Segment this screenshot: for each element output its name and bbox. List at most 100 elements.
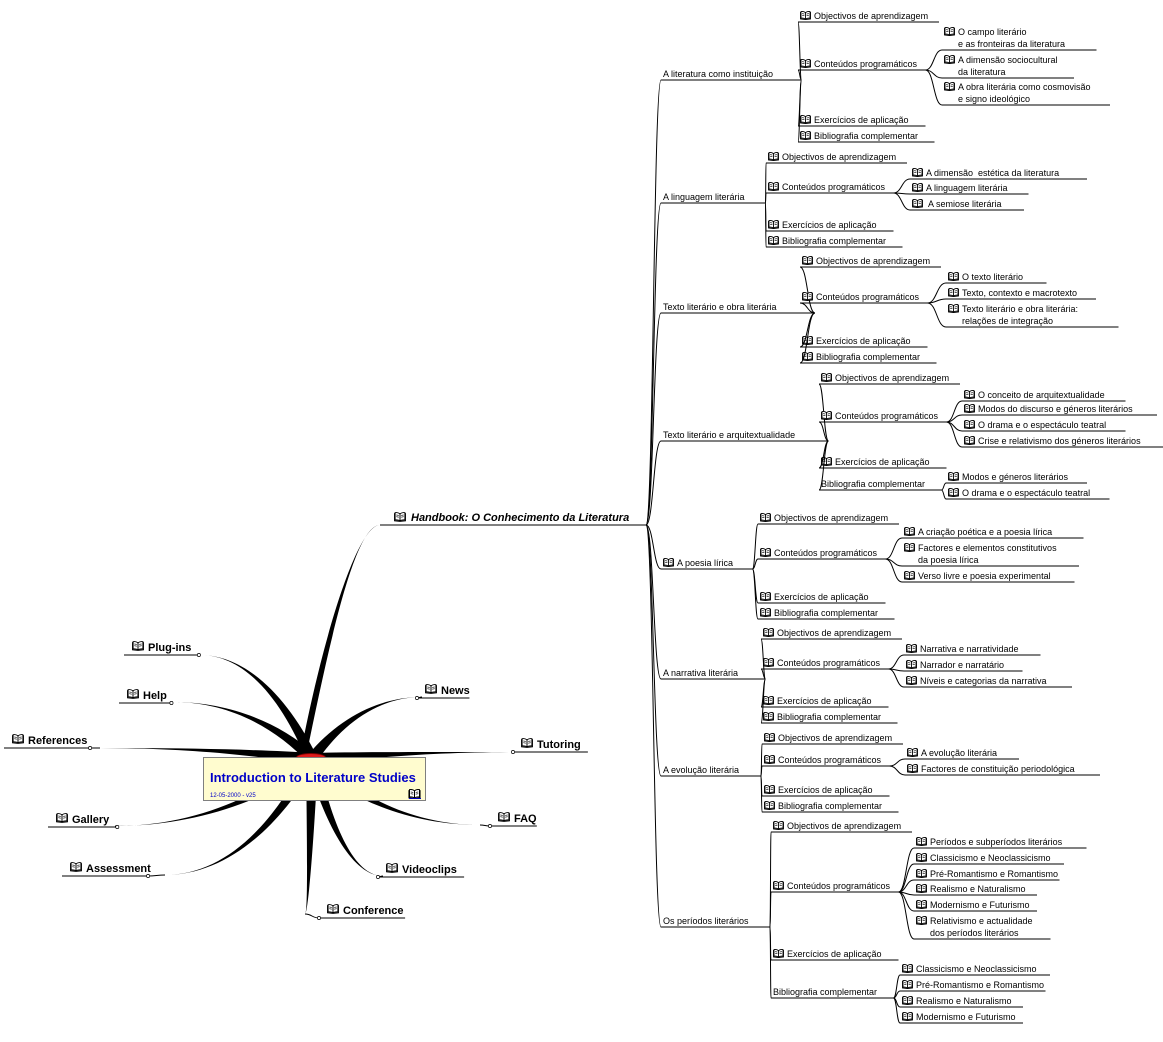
notes-book-icon[interactable] [768, 152, 779, 161]
subtopic[interactable]: A dimensão estética da literatura [910, 168, 1087, 180]
chapter-title[interactable]: Os períodos literários [661, 916, 770, 928]
topic-videoclips[interactable]: Videoclips [376, 863, 465, 879]
chapter-item[interactable]: Exercícios de aplicação [762, 785, 890, 797]
notes-book-icon[interactable] [800, 131, 811, 140]
subtopic[interactable]: A semiose literária [910, 199, 1024, 211]
notes-book-icon[interactable] [948, 472, 959, 481]
notes-book-icon[interactable] [912, 168, 923, 177]
notes-book-icon[interactable] [800, 59, 811, 68]
notes-book-icon[interactable] [906, 644, 917, 653]
notes-book-icon[interactable] [386, 863, 398, 873]
subtopic[interactable]: Pré-Romantismo e Romantismo [900, 980, 1046, 992]
notes-book-icon[interactable] [773, 821, 784, 830]
notes-book-icon[interactable] [425, 684, 437, 694]
notes-book-icon[interactable] [764, 785, 775, 794]
notes-book-icon[interactable] [902, 964, 913, 973]
notes-book-icon[interactable] [498, 812, 510, 822]
topic-plugins[interactable]: Plug-ins [124, 641, 201, 657]
notes-book-icon[interactable] [948, 288, 959, 297]
chapter-item[interactable]: Conteúdos programáticos [762, 755, 890, 767]
topic-assessment-knob[interactable] [146, 874, 151, 878]
chapter-title[interactable]: Texto literário e obra literária [661, 302, 815, 314]
notes-book-icon[interactable] [964, 390, 975, 399]
notes-book-icon[interactable] [916, 853, 927, 862]
topic-references-knob[interactable] [88, 746, 93, 750]
subtopic[interactable]: Níveis e categorias da narrativa [904, 676, 1072, 688]
notes-book-icon[interactable] [912, 199, 923, 208]
chapter-item[interactable]: Objectivos de aprendizagem [819, 373, 960, 385]
subtopic[interactable]: O drama e o espectáculo teatral [946, 488, 1110, 500]
notes-book-icon[interactable] [760, 608, 771, 617]
notes-book-icon[interactable] [916, 884, 927, 893]
notes-book-icon[interactable] [904, 571, 915, 580]
topic-references[interactable]: References [4, 734, 101, 750]
topic-plugins-knob[interactable] [196, 653, 201, 657]
notes-book-icon[interactable] [944, 55, 955, 64]
chapter-item[interactable]: Objectivos de aprendizagem [771, 821, 912, 833]
notes-book-icon[interactable] [773, 881, 784, 890]
chapter-item[interactable]: Objectivos de aprendizagem [758, 513, 899, 525]
chapter-item[interactable]: Bibliografia complementar [766, 236, 903, 248]
notes-book-icon[interactable] [760, 592, 771, 601]
notes-book-icon[interactable] [821, 411, 832, 420]
notes-book-icon[interactable] [764, 733, 775, 742]
chapter-item[interactable]: Exercícios de aplicação [761, 696, 889, 708]
notes-book-icon[interactable] [768, 182, 779, 191]
notes-book-icon[interactable] [902, 996, 913, 1005]
notes-book-icon[interactable] [663, 558, 674, 567]
topic-gallery[interactable]: Gallery [48, 813, 120, 829]
notes-book-icon[interactable] [132, 641, 144, 651]
chapter-item[interactable]: Bibliografia complementar [762, 801, 899, 813]
chapter-item[interactable]: Exercícios de aplicação [819, 457, 947, 469]
chapter-item[interactable]: Conteúdos programáticos [758, 548, 886, 560]
notes-book-icon[interactable] [912, 183, 923, 192]
notes-book-icon[interactable] [56, 813, 68, 823]
notes-book-icon[interactable] [802, 256, 813, 265]
subtopic[interactable]: Crise e relativismo dos géneros literári… [962, 436, 1163, 448]
subtopic[interactable]: Modos e géneros literários [946, 472, 1087, 484]
notes-book-icon[interactable] [327, 904, 339, 914]
subtopic[interactable]: Classicismo e Neoclassicismo [900, 964, 1050, 976]
topic-videoclips-knob[interactable] [376, 875, 380, 879]
central-topic[interactable]: Introduction to Literature Studies 12-05… [203, 757, 426, 801]
subtopic[interactable]: Classicismo e Neoclassicismo [914, 853, 1064, 865]
subtopic[interactable]: A linguagem literária [910, 183, 1029, 195]
subtopic[interactable]: O conceito de arquitextualidade [962, 390, 1126, 402]
subtopic[interactable]: Realismo e Naturalismo [900, 996, 1023, 1008]
notes-book-icon[interactable] [764, 755, 775, 764]
topic-faq-knob[interactable] [488, 824, 492, 828]
topic-help-knob[interactable] [169, 701, 174, 705]
notes-book-icon[interactable] [916, 916, 927, 925]
chapter-item[interactable]: Conteúdos programáticos [766, 182, 894, 194]
notes-book-icon[interactable] [763, 658, 774, 667]
notes-book-icon[interactable] [763, 712, 774, 721]
subtopic[interactable]: Verso livre e poesia experimental [902, 571, 1075, 583]
notes-book-icon[interactable] [902, 980, 913, 989]
notes-book-icon[interactable] [70, 862, 82, 872]
chapter-item[interactable]: Exercícios de aplicação [766, 220, 894, 232]
notes-book-icon[interactable] [521, 738, 533, 748]
chapter-item[interactable]: Exercícios de aplicação [758, 592, 886, 604]
subtopic[interactable]: Períodos e subperíodos literários [914, 837, 1087, 849]
notes-book-icon[interactable] [763, 696, 774, 705]
notes-book-icon[interactable] [944, 82, 955, 91]
notes-book-icon[interactable] [763, 628, 774, 637]
subtopic[interactable]: A criação poética e a poesia lírica [902, 527, 1084, 539]
notes-book-icon[interactable] [802, 292, 813, 301]
chapter-title[interactable]: A narrativa literária [661, 668, 766, 680]
subtopic[interactable]: O texto literário [946, 272, 1047, 284]
notes-book-icon[interactable] [944, 27, 955, 36]
topic-news-knob[interactable] [415, 696, 419, 700]
topic-faq[interactable]: FAQ [479, 812, 537, 828]
subtopic[interactable]: O drama e o espectáculo teatral [962, 420, 1126, 432]
notes-book-icon[interactable] [760, 548, 771, 557]
notes-book-icon[interactable] [764, 801, 775, 810]
chapter-item[interactable]: Conteúdos programáticos [761, 658, 889, 670]
topic-news[interactable]: News [415, 684, 470, 700]
chapter-item[interactable]: Bibliografia complementar [819, 479, 942, 491]
notes-book-icon[interactable] [127, 689, 139, 699]
subtopic[interactable]: Texto literário e obra literária:relaçõe… [946, 304, 1119, 328]
